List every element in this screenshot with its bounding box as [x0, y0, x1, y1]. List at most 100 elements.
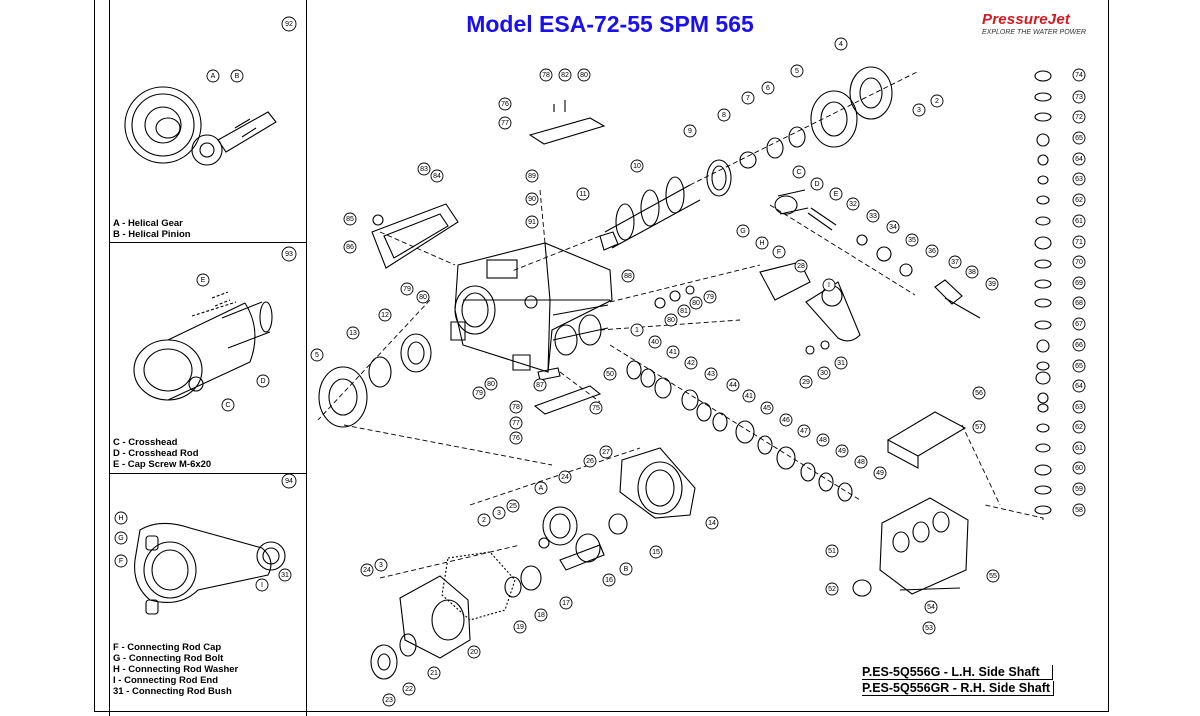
svg-text:49: 49: [876, 470, 884, 477]
inset-sidebar: [109, 0, 307, 716]
legend-item: F - Connecting Rod Cap: [113, 642, 222, 653]
callout-44: 44: [726, 378, 740, 392]
svg-text:41: 41: [745, 393, 753, 400]
svg-text:38: 38: [968, 269, 976, 276]
svg-text:66: 66: [1075, 342, 1083, 349]
callout-63: 63: [1072, 400, 1086, 414]
callout-47: 47: [797, 424, 811, 438]
legend-94: F - Connecting Rod Cap G - Connecting Ro…: [113, 642, 238, 697]
callout-I: I: [822, 278, 836, 292]
svg-text:B: B: [624, 566, 629, 573]
callout-81: 81: [677, 304, 691, 318]
svg-text:29: 29: [802, 379, 810, 386]
callout-37: 37: [948, 255, 962, 269]
legend-item: H - Connecting Rod Washer: [113, 664, 239, 675]
callout-58: 58: [1072, 503, 1086, 517]
svg-text:30: 30: [820, 370, 828, 377]
callout-24: 24: [558, 470, 572, 484]
brand-name: PressureJet: [982, 11, 1071, 28]
svg-text:76: 76: [512, 435, 520, 442]
callout-78: 78: [509, 400, 523, 414]
callout-43: 43: [704, 367, 718, 381]
svg-text:D: D: [814, 181, 819, 188]
callout-2: 2: [477, 513, 491, 527]
svg-text:61: 61: [1075, 218, 1083, 225]
callout-D: D: [810, 177, 824, 191]
svg-text:34: 34: [889, 224, 897, 231]
svg-text:13: 13: [349, 330, 357, 337]
callout-71: 71: [1072, 235, 1086, 249]
callout-D: D: [256, 374, 270, 388]
callout-35: 35: [905, 233, 919, 247]
svg-text:67: 67: [1075, 321, 1083, 328]
svg-text:71: 71: [1075, 239, 1083, 246]
svg-text:20: 20: [470, 649, 478, 656]
svg-text:C: C: [796, 169, 801, 176]
callout-27: 27: [599, 445, 613, 459]
svg-text:28: 28: [797, 263, 805, 270]
callout-48: 48: [854, 455, 868, 469]
svg-text:D: D: [260, 378, 265, 385]
callout-63: 63: [1072, 172, 1086, 186]
callout-88: 88: [621, 269, 635, 283]
legend-item: C - Crosshead: [113, 437, 178, 448]
svg-text:8: 8: [722, 112, 726, 119]
svg-text:57: 57: [975, 424, 983, 431]
svg-text:62: 62: [1075, 197, 1083, 204]
svg-text:23: 23: [385, 697, 393, 704]
legend-item: G - Connecting Rod Bolt: [113, 653, 224, 664]
callout-80: 80: [484, 377, 498, 391]
callout-3: 3: [912, 103, 926, 117]
svg-text:48: 48: [857, 459, 865, 466]
svg-text:65: 65: [1075, 135, 1083, 142]
svg-text:62: 62: [1075, 424, 1083, 431]
svg-text:76: 76: [501, 101, 509, 108]
svg-text:79: 79: [403, 286, 411, 293]
svg-text:65: 65: [1075, 363, 1083, 370]
callout-91: 91: [525, 215, 539, 229]
legend-item: 31 - Connecting Rod Bush: [113, 686, 232, 697]
callout-87: 87: [533, 378, 547, 392]
svg-text:87: 87: [536, 382, 544, 389]
svg-text:G: G: [118, 535, 123, 542]
callout-29: 29: [799, 375, 813, 389]
callout-59: 59: [1072, 482, 1086, 496]
callout-A: A: [534, 481, 548, 495]
svg-text:48: 48: [819, 437, 827, 444]
callout-80: 80: [689, 296, 703, 310]
svg-text:24: 24: [561, 474, 569, 481]
svg-text:10: 10: [633, 163, 641, 170]
svg-text:63: 63: [1075, 176, 1083, 183]
svg-text:68: 68: [1075, 300, 1083, 307]
svg-text:35: 35: [908, 237, 916, 244]
svg-text:51: 51: [828, 548, 836, 555]
callout-H: H: [755, 236, 769, 250]
svg-text:59: 59: [1075, 486, 1083, 493]
svg-text:E: E: [834, 191, 839, 198]
callout-92: 92: [281, 16, 297, 32]
svg-text:37: 37: [951, 259, 959, 266]
svg-text:27: 27: [602, 449, 610, 456]
callout-I: I: [255, 578, 269, 592]
callout-75: 75: [589, 401, 603, 415]
callout-46: 46: [779, 413, 793, 427]
callout-B: B: [230, 69, 244, 83]
svg-text:41: 41: [669, 349, 677, 356]
callout-F: F: [114, 554, 128, 568]
callout-E: E: [829, 187, 843, 201]
callout-12: 12: [378, 308, 392, 322]
callout-62: 62: [1072, 193, 1086, 207]
svg-text:44: 44: [729, 382, 737, 389]
callout-77: 77: [509, 416, 523, 430]
callout-57: 57: [972, 420, 986, 434]
callout-26: 26: [583, 454, 597, 468]
svg-text:15: 15: [652, 549, 660, 556]
callout-9: 9: [683, 124, 697, 138]
inset-divider-2: [109, 473, 307, 474]
callout-1: 1: [630, 323, 644, 337]
callout-32: 32: [846, 197, 860, 211]
svg-text:77: 77: [512, 420, 520, 427]
callout-33: 33: [866, 209, 880, 223]
callout-49: 49: [873, 466, 887, 480]
